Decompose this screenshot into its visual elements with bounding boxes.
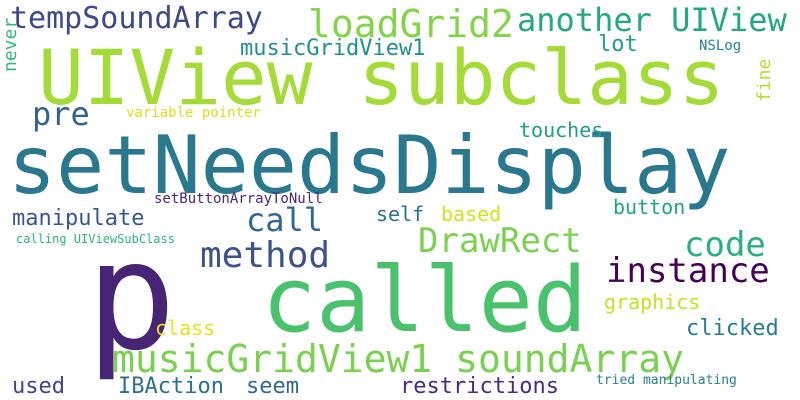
word-touches: touches — [519, 118, 604, 142]
word-based: based — [441, 202, 502, 226]
word-seem: seem — [246, 374, 299, 399]
word-method: method — [200, 235, 331, 276]
word-variable-pointer: variable pointer — [126, 105, 261, 121]
word-clicked: clicked — [686, 316, 779, 341]
word-graphics: graphics — [604, 290, 701, 314]
word-loadgrid2: loadGrid2 — [308, 2, 514, 46]
word-musicgridview1: musicGridView1 — [240, 36, 426, 61]
word-setneedsdisplay: setNeedsDisplay — [8, 119, 731, 212]
word-pre: pre — [32, 95, 90, 133]
word-musicgridview1-soundarray: musicGridView1 soundArray — [112, 337, 684, 381]
word-called: called — [262, 248, 588, 353]
word-code: code — [684, 225, 766, 265]
word-button: button — [613, 195, 686, 219]
word-call: call — [246, 201, 324, 239]
word-tempsoundarray: tempSoundArray — [10, 1, 263, 36]
word-drawrect: DrawRect — [418, 221, 582, 261]
word-manipulate: manipulate — [12, 206, 145, 231]
word-instance: instance — [606, 251, 770, 291]
word-setbuttonarraytonull: setButtonArrayToNull — [154, 191, 323, 207]
word-lot: lot — [598, 32, 638, 57]
word-calling-uiviewsubclass: calling UIViewSubClass — [16, 232, 175, 246]
word-fine: fine — [754, 58, 775, 102]
word-used: used — [12, 374, 65, 399]
word-never: never — [0, 17, 21, 72]
word-nslog: NSLog — [699, 38, 742, 54]
word-tried-manipulating: tried manipulating — [596, 373, 737, 388]
word-another-uiview: another UIView — [517, 1, 787, 39]
word-uiview-subclass: UIView subclass — [38, 33, 725, 122]
word-restrictions: restrictions — [400, 374, 559, 399]
word-p: p — [86, 210, 177, 384]
word-self: self — [376, 202, 425, 226]
word-ibaction: IBAction — [118, 374, 224, 399]
word-class: class — [155, 316, 216, 340]
